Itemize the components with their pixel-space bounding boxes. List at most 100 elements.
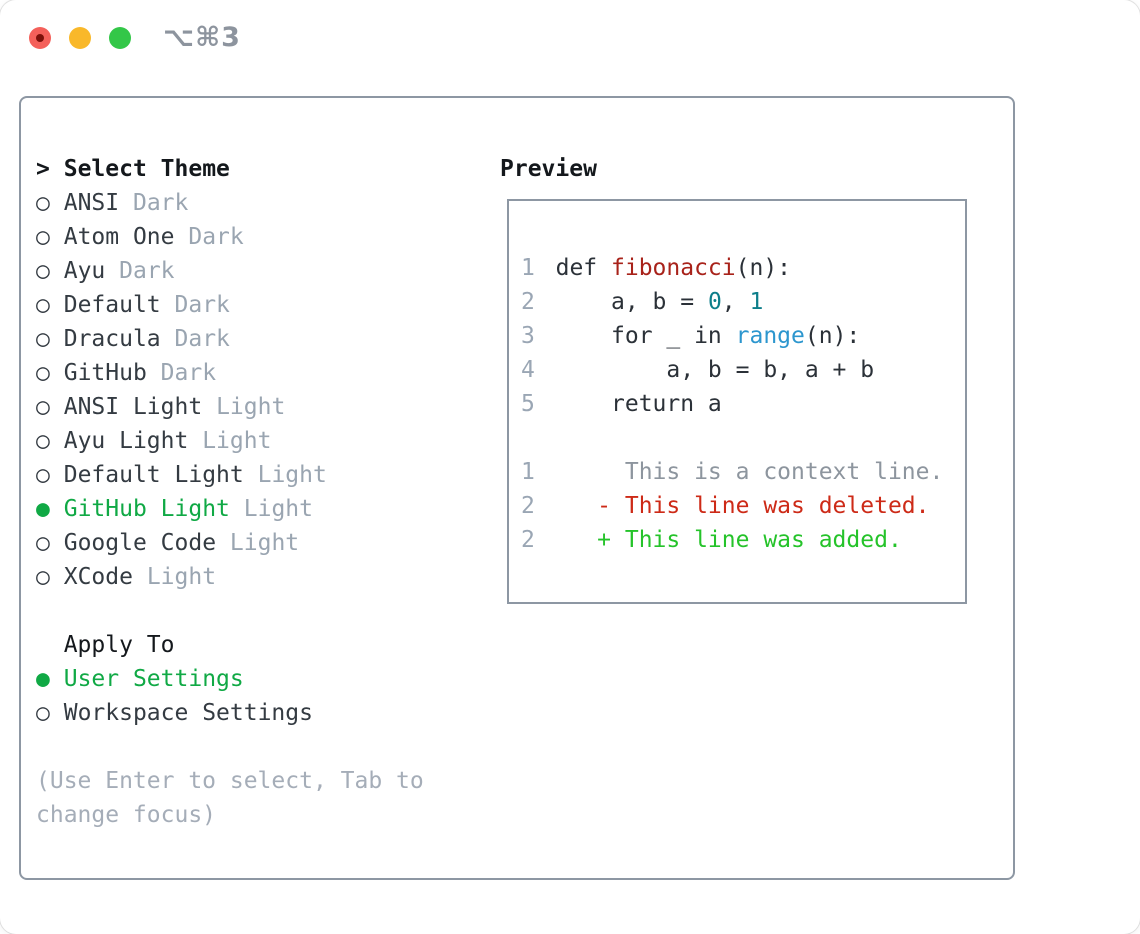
theme-variant-label: Dark: [188, 224, 244, 250]
apply-to-label: Workspace Settings: [63, 700, 313, 726]
hint-text-line1: (Use Enter to select, Tab to: [36, 768, 424, 794]
line-number: 2: [521, 493, 535, 519]
theme-variant-label: Dark: [132, 190, 189, 216]
line-number: 2: [521, 527, 535, 553]
code-token-builtin: range: [735, 323, 805, 349]
code-token-default: a, b =: [555, 289, 708, 315]
code-token-default: (n):: [804, 323, 861, 349]
theme-option[interactable]: ○ Ayu Dark: [36, 254, 424, 288]
code-token-default: a, b = b, a + b: [555, 357, 875, 383]
theme-option[interactable]: ○ Default Light Light: [36, 458, 424, 492]
radio-unselected-icon: ○: [36, 292, 50, 318]
radio-unselected-icon: ○: [36, 224, 50, 250]
code-token-default: return a: [555, 391, 722, 417]
traffic-lights: [29, 27, 131, 49]
radio-unselected-icon: ○: [36, 700, 50, 726]
line-number: 5: [521, 391, 535, 417]
apply-to-label: User Settings: [63, 666, 244, 692]
radio-selected-icon: ●: [36, 666, 50, 692]
theme-variant-label: Light: [216, 394, 286, 420]
theme-option[interactable]: ○ ANSI Light Light: [36, 390, 424, 424]
radio-unselected-icon: ○: [36, 258, 50, 284]
theme-name: Default Light: [63, 462, 244, 488]
title-bar: ⌥⌘3: [0, 0, 1140, 76]
theme-option[interactable]: ○ Default Dark: [36, 288, 424, 322]
theme-variant-label: Dark: [119, 258, 175, 284]
theme-variant-label: Light: [229, 530, 300, 556]
theme-option[interactable]: ○ Atom One Dark: [36, 220, 424, 254]
theme-option[interactable]: ● GitHub Light Light: [36, 492, 424, 526]
theme-name: Google Code: [63, 530, 217, 556]
apply-to-option[interactable]: ● User Settings: [36, 662, 424, 696]
preview-title: Preview: [500, 156, 597, 182]
radio-unselected-icon: ○: [36, 428, 50, 454]
theme-option[interactable]: ○ XCode Light: [36, 560, 424, 594]
code-token-default: ,: [721, 289, 750, 315]
theme-name: Atom One: [63, 224, 175, 250]
window-title: ⌥⌘3: [163, 22, 241, 53]
theme-option[interactable]: ○ ANSI Dark: [36, 186, 424, 220]
theme-list: > Select Theme ○ ANSI Dark○ Atom One Dar…: [36, 152, 424, 832]
theme-name: Ayu: [63, 258, 106, 284]
preview-code-line: 2 a, b = 0, 1: [521, 285, 965, 319]
radio-unselected-icon: ○: [36, 530, 50, 556]
apply-to-option[interactable]: ○ Workspace Settings: [36, 696, 424, 730]
theme-picker-panel: > Select Theme ○ ANSI Dark○ Atom One Dar…: [19, 96, 1015, 880]
radio-unselected-icon: ○: [36, 462, 50, 488]
preview-code-line: 4 a, b = b, a + b: [521, 353, 965, 387]
hint-text-line2: change focus): [36, 802, 217, 828]
preview-code-line: [521, 421, 965, 455]
radio-unselected-icon: ○: [36, 326, 50, 352]
radio-unselected-icon: ○: [36, 190, 50, 216]
radio-unselected-icon: ○: [36, 360, 50, 386]
theme-name: Ayu Light: [63, 428, 189, 454]
apply-to-header: Apply To: [63, 632, 175, 658]
code-token-number: 0: [707, 289, 722, 315]
theme-option[interactable]: ○ GitHub Dark: [36, 356, 424, 390]
theme-variant-label: Light: [257, 462, 327, 488]
radio-unselected-icon: ○: [36, 394, 50, 420]
line-number: 4: [521, 357, 535, 383]
theme-name: GitHub Light: [63, 496, 230, 522]
unsaved-indicator-icon: [36, 34, 44, 42]
radio-unselected-icon: ○: [36, 564, 50, 590]
prompt-icon: >: [36, 156, 50, 182]
close-button[interactable]: [29, 27, 51, 49]
theme-option[interactable]: ○ Ayu Light Light: [36, 424, 424, 458]
code-token-deleted: - This line was deleted.: [555, 493, 930, 519]
preview-code-line: 3 for _ in range(n):: [521, 319, 965, 353]
line-number: 2: [521, 289, 535, 315]
theme-option[interactable]: ○ Google Code Light: [36, 526, 424, 560]
theme-name: Dracula: [63, 326, 161, 352]
theme-option[interactable]: ○ Dracula Dark: [36, 322, 424, 356]
theme-variant-label: Dark: [174, 292, 230, 318]
preview-code-line: 2 + This line was added.: [521, 523, 965, 557]
select-theme-header: > Select Theme: [36, 152, 424, 186]
theme-name: XCode: [63, 564, 133, 590]
theme-name: GitHub: [63, 360, 147, 386]
radio-selected-icon: ●: [36, 496, 50, 522]
select-theme-title: Select Theme: [63, 156, 230, 182]
theme-name: ANSI: [63, 190, 120, 216]
theme-name: Default: [63, 292, 161, 318]
line-number: 3: [521, 323, 535, 349]
preview-code-line: 1 This is a context line.: [521, 455, 965, 489]
theme-variant-label: Dark: [174, 326, 230, 352]
code-token-context: This is a context line.: [555, 459, 944, 485]
code-token-default: def: [555, 255, 611, 281]
preview-code-line: 5 return a: [521, 387, 965, 421]
zoom-button[interactable]: [109, 27, 131, 49]
theme-variant-label: Dark: [160, 360, 217, 386]
spacer: [36, 730, 424, 764]
preview-code-line: 2 - This line was deleted.: [521, 489, 965, 523]
theme-name: ANSI Light: [63, 394, 203, 420]
line-number: 1: [521, 255, 535, 281]
line-number: 1: [521, 459, 535, 485]
code-token-number: 1: [749, 289, 764, 315]
code-token-default: for _ in: [555, 323, 736, 349]
code-token-added: + This line was added.: [555, 527, 902, 553]
minimize-button[interactable]: [69, 27, 91, 49]
